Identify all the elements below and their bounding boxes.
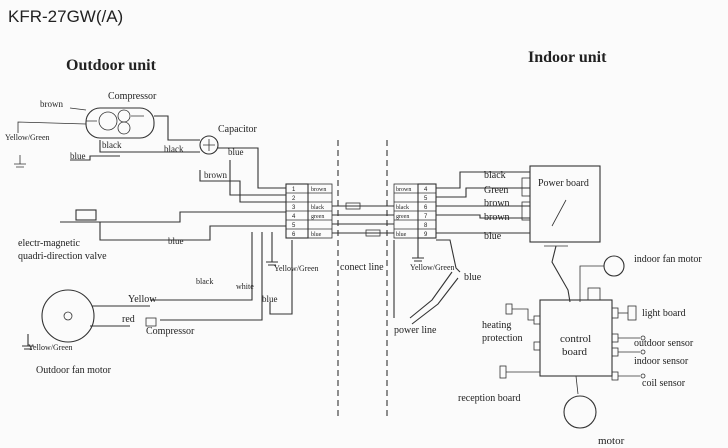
compressor-label: Compressor [108,91,157,102]
connection-wires [332,205,394,234]
outdoor-term-brown: brown [311,187,326,193]
lower-white-label: white [236,282,254,291]
indoor-wire-black: black [484,170,506,181]
indoor-term-blue: blue [396,232,407,238]
compressor-ground-label: Yellow/Green [5,133,50,142]
reception-board-symbol [499,365,507,379]
control-board-label-2: board [562,346,588,358]
swing-motor-symbol [563,395,597,429]
light-board-label: light board [642,308,686,319]
control-board-label-1: control [560,333,591,345]
outdoor-term-num-3: 3 [292,205,296,211]
indoor-wire-blue: blue [484,231,502,242]
reception-board-label: reception board [458,393,520,404]
connector-a [345,202,361,210]
outdoor-term-num-1: 1 [292,187,296,193]
connect-line-label: conect line [340,262,384,273]
indoor-ground-label: Yellow/Green [410,263,455,272]
capacitor-symbol [199,135,219,155]
fan-ground-label: Yellow/Green [28,343,73,352]
indoor-term-black: black [396,205,409,211]
compressor-brown-label: brown [40,99,63,109]
indoor-term-num-8: 8 [424,223,428,229]
outdoor-term-num-6: 6 [292,232,296,238]
outdoor-fan-motor-label: Outdoor fan motor [36,365,112,376]
heating-protection-symbol [505,303,513,315]
compressor-black-label: black [102,140,122,150]
indoor-wire-green: Green [484,185,508,196]
indoor-term-green: green [396,214,409,220]
coil-sensor-probe [640,373,646,379]
lower-blue-label: blue [262,294,278,304]
indoor-term-num-7: 7 [424,214,428,220]
indoor-wire-brown-1: brown [484,198,510,209]
heating-label-1: heating [482,320,511,331]
fan-capacitor-box [145,317,157,327]
outdoor-term-blue: blue [311,232,322,238]
indoor-fan-motor-symbol [603,255,625,277]
terminal-ground-label: Yellow/Green [274,264,319,273]
indoor-term-num-9: 9 [424,232,428,238]
indoor-wire-brown-2: brown [484,212,510,223]
outdoor-term-num-4: 4 [292,214,296,220]
valve-blue-label: blue [168,236,184,246]
outdoor-terminal-block: 1 2 3 4 5 6 brown black green blue [285,183,333,239]
outdoor-fan-motor-symbol [22,289,150,350]
power-board-label: Power board [538,178,589,189]
power-board-box [521,165,601,247]
motor-label: motor [598,435,625,447]
outdoor-term-black: black [311,205,324,211]
fan-yellow-label: Yellow [128,294,157,305]
outdoor-term-num-5: 5 [292,223,296,229]
indoor-term-brown: brown [396,187,411,193]
indoor-term-num-5: 5 [424,196,428,202]
indoor-sensor-probe [640,349,646,355]
outdoor-term-green: green [311,214,324,220]
valve-label-line1: electr-magnetic [18,238,81,249]
power-line-label: power line [394,325,437,336]
coil-sensor-label: coil sensor [642,378,686,389]
capacitor-black-label: black [164,144,184,154]
capacitor-blue-label: blue [228,147,244,157]
brown-main-label: brown [204,170,227,180]
light-board-symbol [627,305,637,321]
valve-symbol [60,209,286,241]
compressor-symbol [85,107,155,139]
fan-red-label: red [122,314,135,325]
heating-label-2: protection [482,333,523,344]
indoor-blue-label: blue [464,272,482,283]
compressor-blue-label: blue [70,151,86,161]
lower-compressor-label: Compressor [146,326,195,337]
valve-label-line2: quadri-direction valve [18,251,107,262]
indoor-terminal-block: brown black green blue 4 5 6 7 8 9 [393,183,437,239]
indoor-sensor-label: indoor sensor [634,356,689,367]
indoor-unit-heading: Indoor unit [528,49,607,66]
outdoor-sensor-label: outdoor sensor [634,338,694,349]
connector-b [365,229,381,237]
lower-black-label: black [196,277,213,286]
outdoor-unit-heading: Outdoor unit [66,57,157,74]
indoor-fan-motor-label: indoor fan motor [634,254,702,265]
outdoor-term-num-2: 2 [292,196,296,202]
indoor-term-num-4: 4 [424,187,428,193]
capacitor-label: Capacitor [218,124,258,135]
outdoor-sensor-probe [640,335,646,341]
model-title: KFR-27GW(/A) [8,7,123,26]
power-line-cord [393,240,459,325]
indoor-term-num-6: 6 [424,205,428,211]
